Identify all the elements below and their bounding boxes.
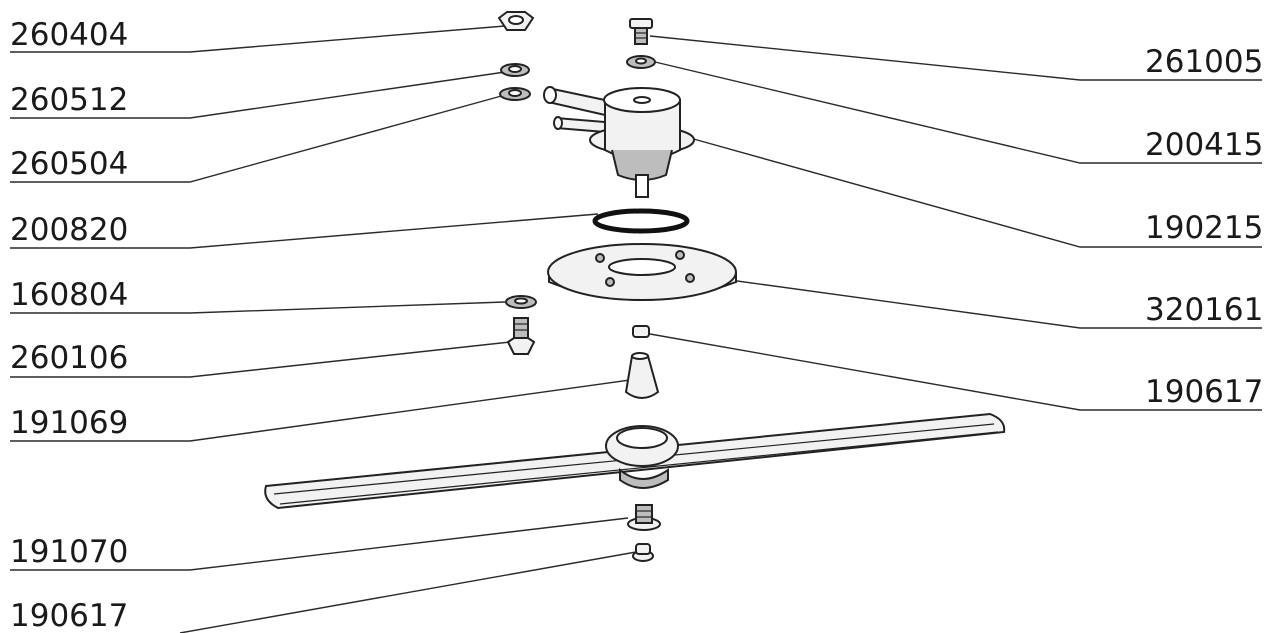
screw-part [629, 18, 653, 45]
label-190617-bottom: 190617 [10, 598, 128, 633]
leader-190617-bottom [179, 551, 637, 633]
small-cap-part-top [632, 325, 650, 338]
washer-part-a [500, 63, 530, 77]
label-160804: 160804 [10, 277, 128, 313]
leader-190617-right [649, 333, 1262, 411]
leader-200820 [10, 213, 599, 249]
mounting-plate-part [547, 243, 737, 301]
label-260106: 260106 [10, 340, 128, 376]
leader-260106 [10, 341, 511, 378]
label-260512: 260512 [10, 82, 128, 118]
leader-261005 [649, 35, 1262, 81]
left-washer-part [505, 295, 537, 309]
small-washer-part [626, 55, 656, 69]
threaded-bushing-part [627, 504, 661, 531]
washer-part-b [499, 87, 531, 101]
small-cap-part-bottom [632, 543, 654, 562]
label-190215: 190215 [1145, 210, 1263, 246]
leader-191070 [10, 517, 629, 571]
bolt-part [506, 317, 536, 355]
leader-160804 [10, 301, 506, 314]
o-ring-part [592, 208, 690, 234]
leader-200415 [654, 61, 1262, 164]
label-200820: 200820 [10, 212, 128, 248]
leader-190215 [689, 137, 1262, 248]
leader-260404 [10, 25, 506, 53]
leader-320161 [729, 279, 1262, 329]
label-191069: 191069 [10, 405, 128, 441]
bushing-part [624, 352, 660, 399]
label-260504: 260504 [10, 146, 128, 182]
label-320161: 320161 [1145, 292, 1263, 328]
leader-260504 [10, 94, 506, 183]
hub-housing-part [543, 86, 695, 198]
spray-arm-part [264, 412, 1006, 510]
label-200415: 200415 [1145, 127, 1263, 163]
label-191070: 191070 [10, 534, 128, 570]
hex-nut-part [497, 11, 535, 31]
label-261005: 261005 [1145, 44, 1263, 80]
label-190617-right: 190617 [1145, 374, 1263, 410]
leader-260512 [10, 71, 506, 119]
label-260404: 260404 [10, 17, 128, 53]
leader-191069 [10, 379, 631, 442]
